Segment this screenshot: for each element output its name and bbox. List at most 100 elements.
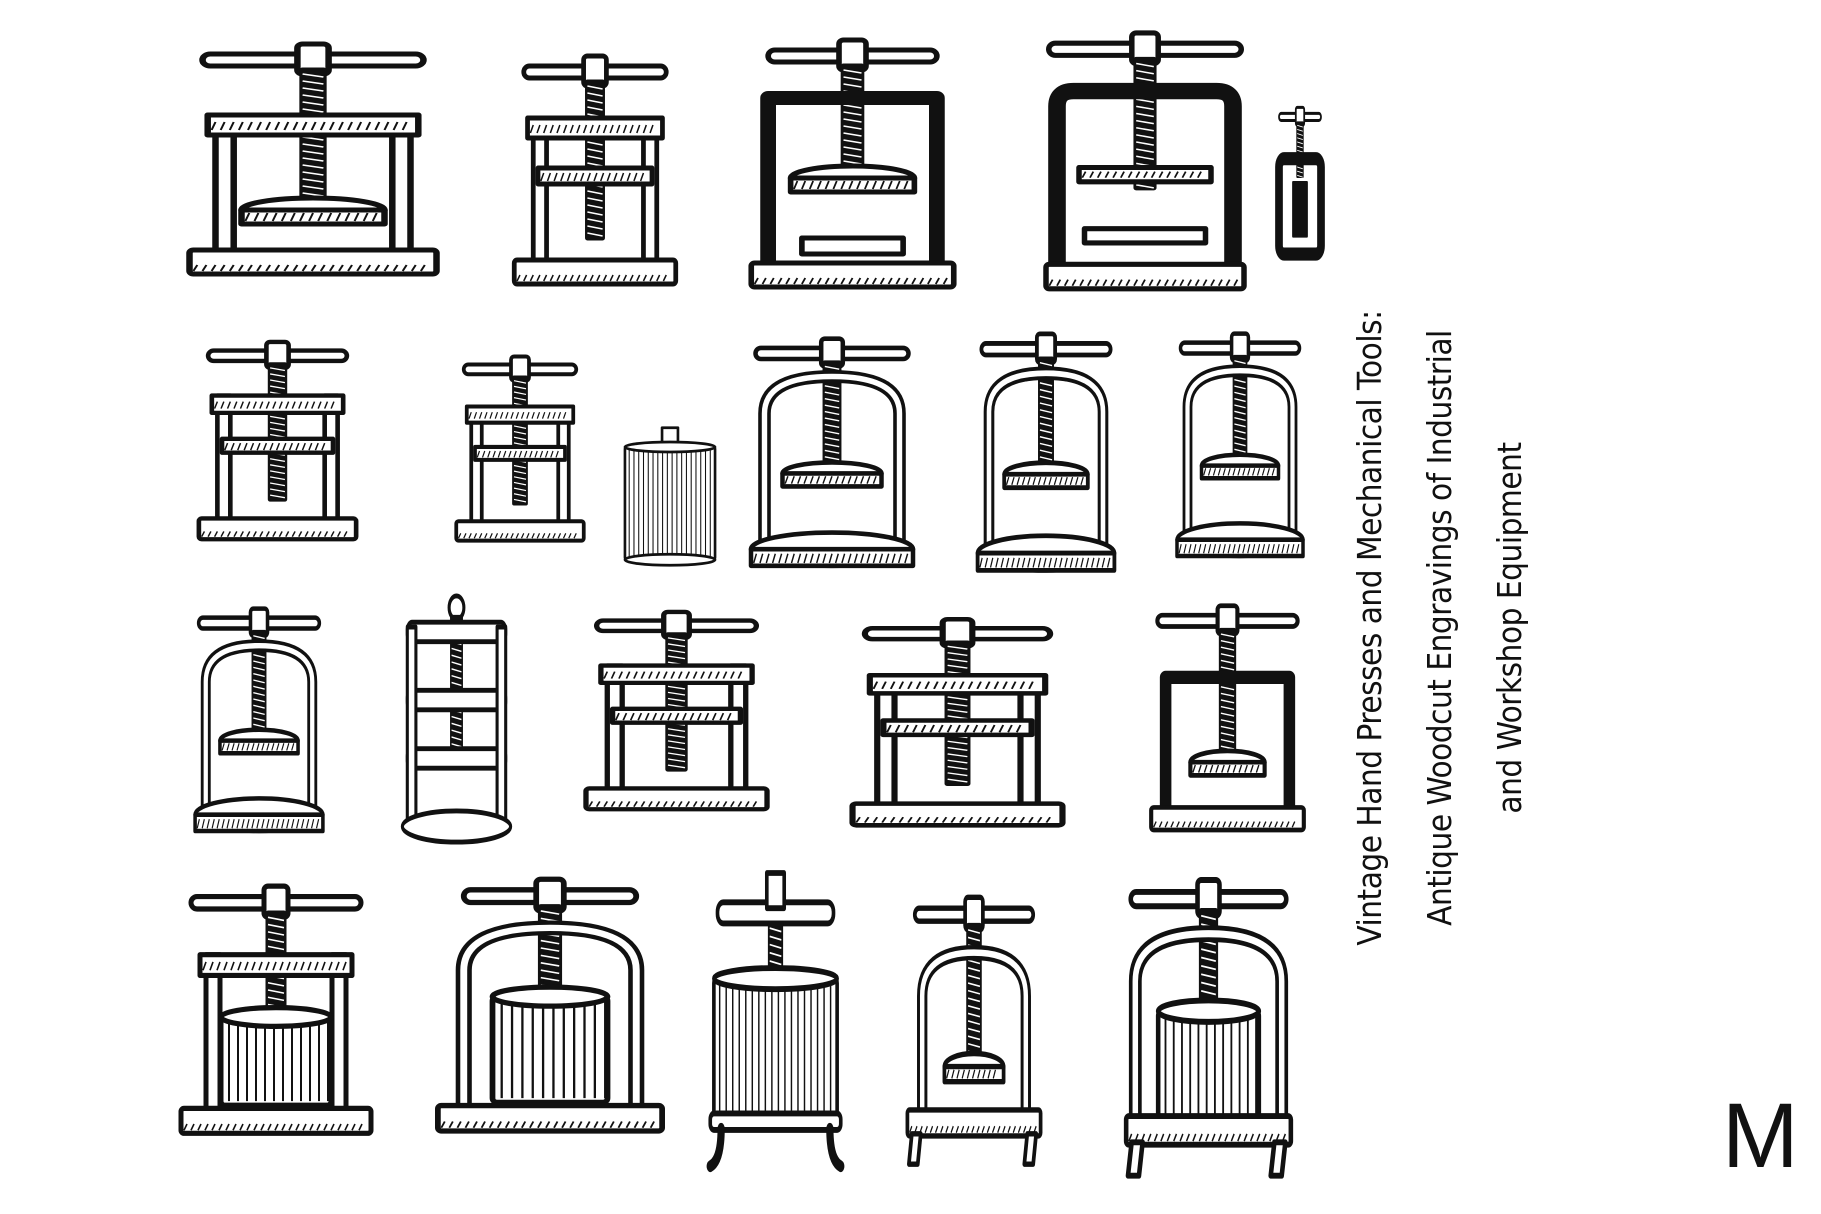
hatching (793, 180, 799, 190)
hatching (1158, 171, 1164, 179)
hatching (1179, 279, 1185, 287)
hatching (298, 401, 303, 409)
hatching (593, 1121, 599, 1129)
screw-thread (967, 997, 981, 1003)
screw-thread (824, 410, 840, 416)
press-illustration-2 (500, 48, 690, 308)
screw-thread (302, 87, 324, 92)
screw-thread (824, 417, 840, 422)
hatching (521, 1121, 527, 1129)
hatching (816, 553, 821, 564)
screw-thread (667, 691, 686, 696)
hatching (550, 450, 554, 458)
hatching (286, 961, 291, 971)
hatching (1173, 1133, 1178, 1142)
hatching (971, 1069, 976, 1079)
hatching (1194, 279, 1200, 287)
hatching (265, 121, 272, 131)
hatching (472, 1121, 478, 1129)
hatching (984, 557, 989, 568)
screw-thread (967, 982, 981, 988)
hatching (1274, 821, 1279, 828)
screw-thread (1136, 155, 1154, 161)
hatching (489, 411, 493, 419)
screw-thread (667, 728, 686, 732)
hatching (1193, 544, 1197, 554)
screw-thread (253, 654, 265, 659)
hatching (487, 450, 491, 458)
screw-thread (513, 442, 527, 446)
screw-thread (513, 487, 527, 492)
hatching (311, 401, 316, 409)
screw-thread (587, 92, 603, 97)
hatching (560, 172, 565, 182)
hatching (981, 1125, 985, 1134)
screw-thread (513, 498, 527, 503)
hatching (595, 801, 601, 807)
hatching (271, 212, 278, 222)
hatching (464, 1121, 470, 1129)
hatching (889, 816, 896, 823)
screw-thread (1220, 745, 1235, 750)
screw-thread (843, 139, 862, 144)
hatching (707, 801, 713, 807)
hatching (326, 212, 333, 222)
hatching (236, 819, 240, 829)
screw-thread (1234, 442, 1246, 447)
hatching (860, 553, 865, 564)
hatching (1209, 764, 1214, 773)
hatching (502, 450, 507, 458)
screw-thread (824, 404, 840, 409)
hatching (1205, 1133, 1210, 1142)
hatching (1225, 279, 1231, 287)
hatching (573, 533, 577, 539)
screw-thread (1220, 719, 1235, 724)
hatching (1133, 279, 1139, 287)
hatching (237, 264, 244, 272)
hatching (1242, 544, 1246, 554)
press-leg (1022, 1131, 1039, 1167)
hatching (649, 124, 654, 134)
hatching (662, 671, 668, 679)
hatching (226, 531, 231, 537)
hatching (938, 724, 944, 733)
screw-thread (843, 146, 862, 151)
hatching (262, 442, 268, 451)
hatching (247, 264, 253, 272)
hatching (246, 1123, 251, 1131)
hatching (383, 264, 390, 272)
hatching (307, 961, 312, 971)
hatching (271, 743, 275, 751)
screw-thread (1039, 415, 1053, 421)
press-base (511, 257, 679, 287)
screw-thread (587, 99, 603, 104)
hatching (1276, 544, 1280, 554)
press-base (1043, 261, 1247, 292)
hatching (556, 274, 561, 282)
hatching (1110, 279, 1115, 287)
press-base (454, 519, 586, 543)
hatching (824, 277, 830, 285)
platen-edge (787, 175, 918, 195)
hatching (633, 1121, 639, 1129)
hatching (1262, 1133, 1267, 1142)
hatching (1237, 1133, 1242, 1142)
screw-thread (1234, 423, 1246, 428)
press-drawing (849, 616, 1066, 828)
arch-frame-inner (460, 924, 640, 1113)
hatching (456, 1121, 462, 1129)
hatching (274, 264, 281, 272)
hatching (351, 1123, 356, 1131)
screw-thread (1234, 435, 1246, 441)
hatching (824, 180, 830, 190)
hatching (1069, 476, 1074, 486)
hatching (536, 124, 541, 134)
hatching (784, 553, 789, 564)
hatching (347, 121, 353, 131)
hatching (319, 121, 326, 131)
screw-thread (451, 661, 462, 666)
screw-thread (302, 157, 324, 162)
hatching (609, 274, 614, 282)
basket-rim (1155, 997, 1262, 1025)
hatching (536, 411, 541, 419)
